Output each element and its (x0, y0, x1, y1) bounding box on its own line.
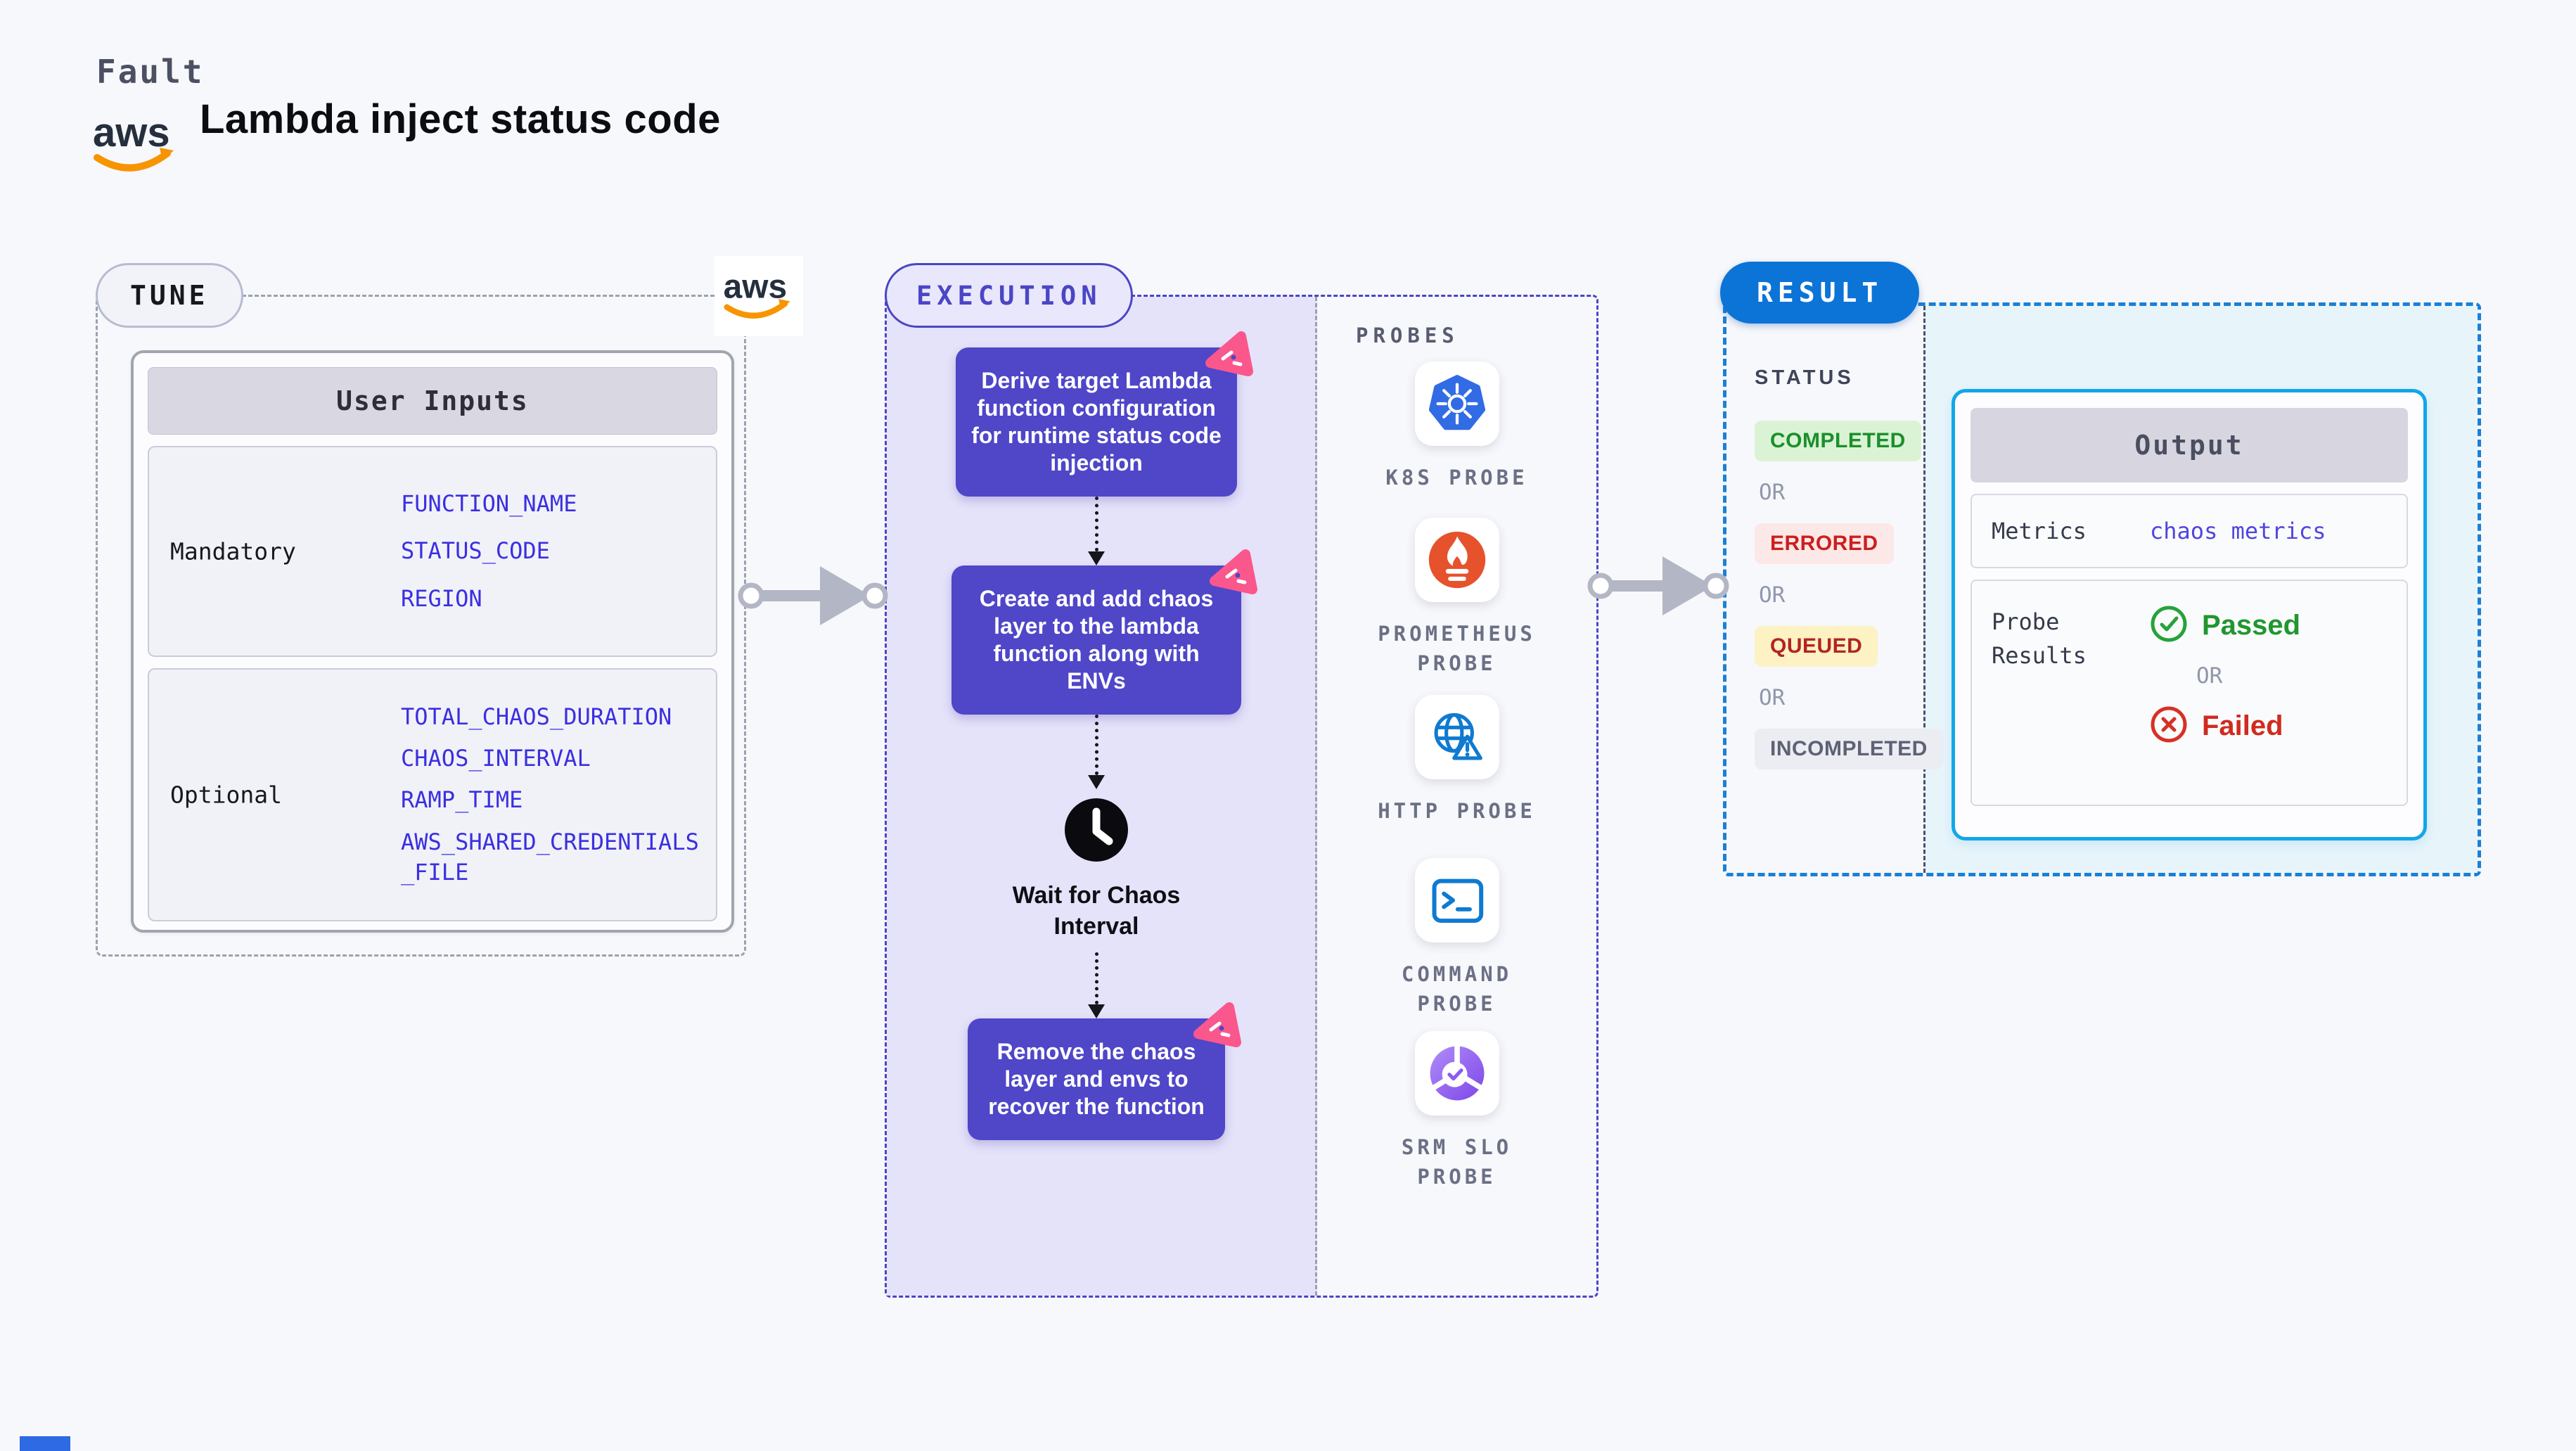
status-badge-errored: ERRORED (1755, 523, 1894, 564)
globe-warning-icon (1414, 695, 1499, 779)
execution-to-result-arrow (1587, 556, 1729, 615)
passed-label: Passed (2202, 610, 2301, 641)
slo-donut-check-icon (1414, 1031, 1499, 1116)
wait-for-chaos-interval-label: Wait for Chaos Interval (1012, 882, 1181, 940)
result-section: STATUS COMPLETED OR ERRORED OR QUEUED OR… (1723, 302, 2481, 876)
or-separator: OR (1759, 582, 1786, 608)
output-header: Output (1971, 408, 2408, 482)
param-function-name: FUNCTION_NAME (401, 490, 577, 517)
aws-logo-icon: aws (91, 106, 180, 183)
step-derive-config: Derive target Lambda function configurat… (956, 331, 1253, 497)
or-separator: OR (2196, 663, 2223, 689)
failed-label: Failed (2202, 710, 2283, 741)
status-badge-incompleted: INCOMPLETED (1755, 729, 1943, 769)
probe-srm-slo: SRM SLO PROBE (1317, 1031, 1596, 1191)
probe-label: PROMETHEUS PROBE (1378, 622, 1536, 676)
mandatory-params-row: Mandatory FUNCTION_NAME STATUS_CODE REGI… (148, 446, 717, 657)
clock-icon (1061, 795, 1132, 869)
probe-results-label: Probe Results (1992, 608, 2087, 669)
output-card: Output Metrics chaos metrics Probe Resul… (1952, 389, 2427, 840)
probe-k8s: K8S PROBE (1317, 362, 1596, 492)
kubernetes-icon (1414, 362, 1499, 446)
probe-label: HTTP PROBE (1378, 799, 1536, 823)
tune-to-execution-arrow (738, 566, 888, 625)
step-text: Create and add chaos layer to the lambda… (979, 586, 1214, 694)
svg-text:aws: aws (93, 110, 170, 155)
probe-prometheus: PROMETHEUS PROBE (1317, 518, 1596, 678)
terminal-icon (1414, 858, 1499, 942)
param-status-code: STATUS_CODE (401, 537, 550, 565)
step-add-chaos-layer: Create and add chaos layer to the lambda… (951, 549, 1257, 715)
step-text: Derive target Lambda function configurat… (971, 368, 1222, 476)
execution-section: Derive target Lambda function configurat… (885, 295, 1598, 1298)
mandatory-label: Mandatory (170, 537, 296, 565)
metrics-row: Metrics chaos metrics (1971, 494, 2408, 568)
svg-text:aws: aws (724, 268, 787, 305)
status-badge-completed: COMPLETED (1755, 421, 1921, 461)
chaos-logo-icon (1206, 549, 1260, 598)
flow-connector (1088, 952, 1105, 1018)
probe-command: COMMAND PROBE (1317, 858, 1596, 1018)
prometheus-icon (1414, 518, 1499, 602)
status-badge-queued: QUEUED (1755, 626, 1878, 667)
or-separator: OR (1759, 480, 1786, 505)
bottom-left-artifact (20, 1436, 70, 1451)
tune-badge: TUNE (96, 263, 243, 328)
user-inputs-card: User Inputs Mandatory FUNCTION_NAME STAT… (131, 350, 734, 933)
aws-logo-icon: aws (724, 268, 790, 319)
step-remove-chaos-layer: Remove the chaos layer and envs to recov… (968, 1002, 1241, 1140)
fault-eyebrow: Fault (96, 53, 205, 91)
metrics-label: Metrics (1992, 518, 2087, 544)
result-divider (1923, 306, 1925, 873)
user-inputs-header: User Inputs (148, 367, 717, 435)
chaos-logo-icon (1190, 1002, 1243, 1051)
probe-label: COMMAND PROBE (1401, 962, 1513, 1016)
page-title: Lambda inject status code (200, 96, 721, 142)
param-ramp-time: RAMP_TIME (401, 786, 523, 814)
step-text: Remove the chaos layer and envs to recov… (988, 1038, 1205, 1119)
flow-connector (1088, 497, 1105, 566)
tune-section (96, 295, 746, 957)
execution-badge: EXECUTION (885, 263, 1134, 328)
aws-corner-logo: aws (715, 256, 803, 336)
passed-check-icon (2150, 605, 2188, 646)
param-total-chaos-duration: TOTAL_CHAOS_DURATION (401, 703, 672, 730)
optional-label: Optional (170, 781, 282, 809)
result-badge: RESULT (1720, 262, 1920, 324)
optional-params-row: Optional TOTAL_CHAOS_DURATION CHAOS_INTE… (148, 668, 717, 921)
param-chaos-interval: CHAOS_INTERVAL (401, 745, 591, 772)
probe-label: SRM SLO PROBE (1401, 1135, 1513, 1189)
probes-heading: PROBES (1356, 324, 1459, 347)
probe-label: K8S PROBE (1385, 466, 1528, 490)
failed-x-icon (2150, 705, 2188, 747)
probe-http: HTTP PROBE (1317, 695, 1596, 826)
probes-panel: PROBES K8S PROBE (1317, 297, 1596, 1296)
param-aws-shared-credentials-file: AWS_SHARED_CREDENTIALS_FILE (401, 828, 699, 886)
metrics-value: chaos metrics (2150, 518, 2326, 544)
flow-connector (1088, 715, 1105, 790)
or-separator: OR (1759, 685, 1786, 710)
status-column: STATUS COMPLETED OR ERRORED OR QUEUED OR… (1726, 306, 1943, 769)
status-heading: STATUS (1755, 366, 1854, 389)
chaos-logo-icon (1202, 331, 1255, 380)
param-region: REGION (401, 585, 482, 613)
probe-results-row: Probe Results Passed OR (1971, 580, 2408, 806)
